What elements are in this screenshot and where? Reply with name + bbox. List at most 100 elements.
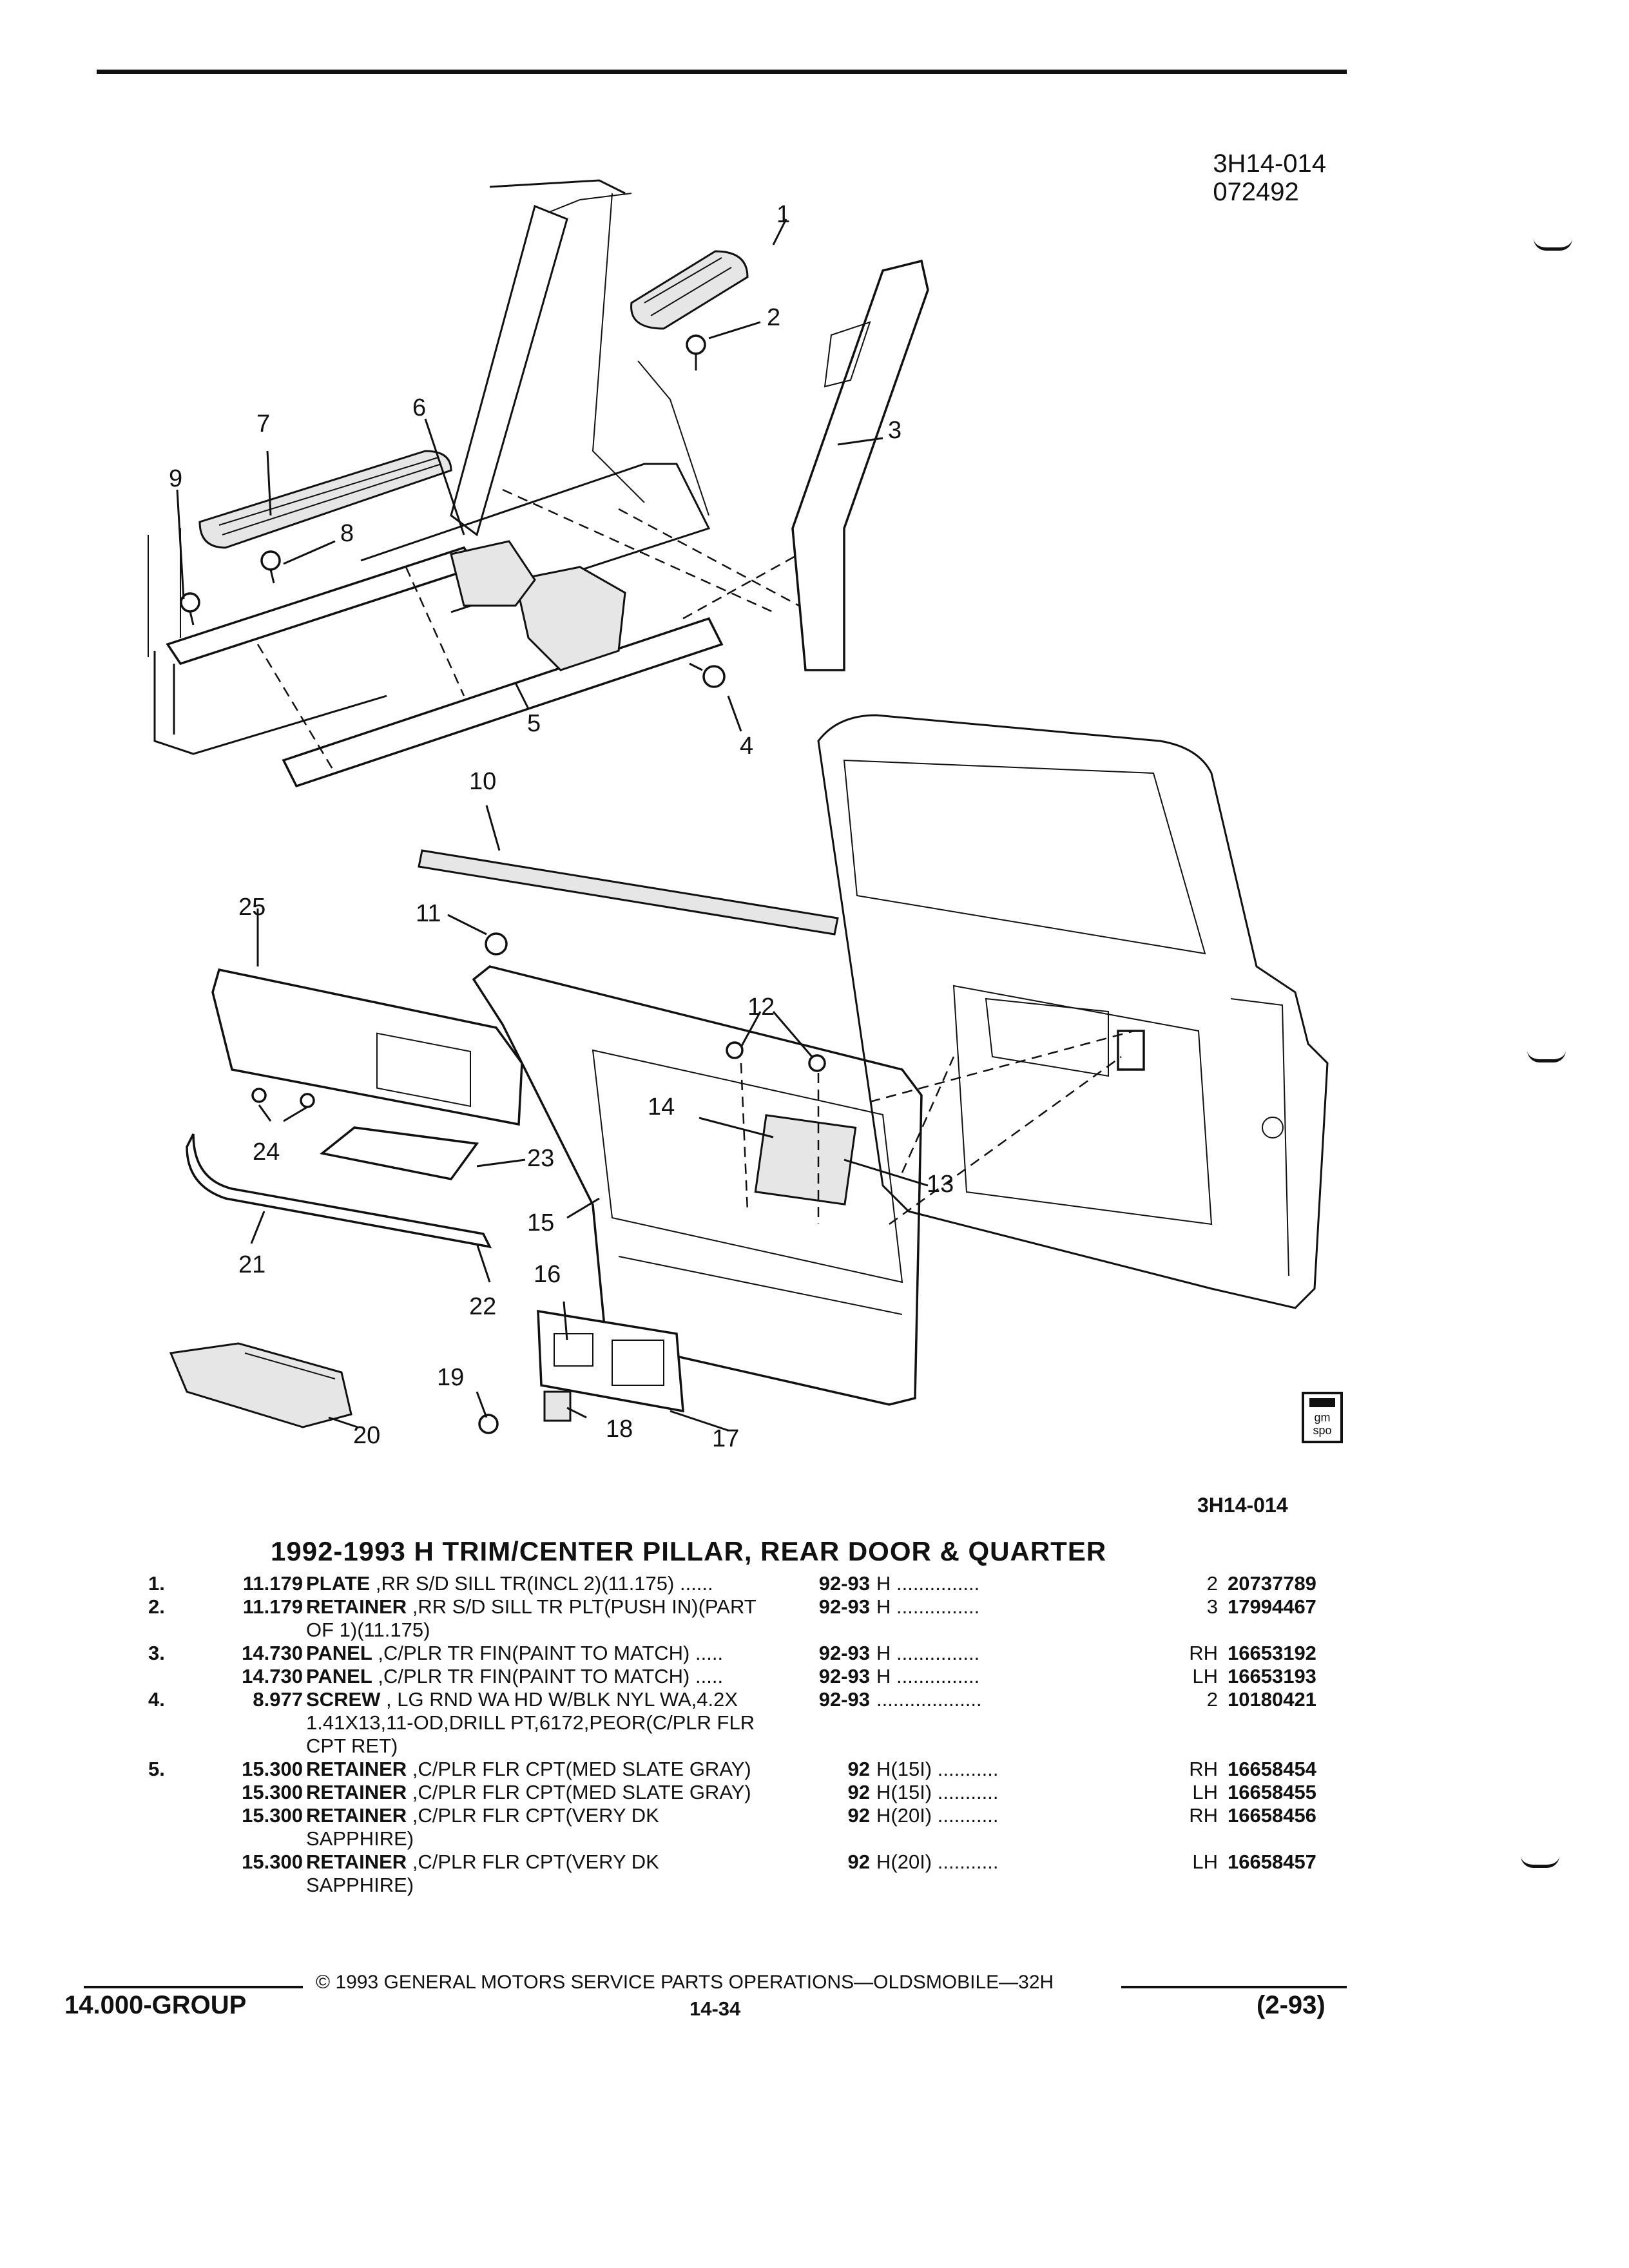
part-desc-continued: OF 1)(11.175) (306, 1619, 430, 1641)
part-name: PANEL (306, 1665, 372, 1687)
part-name: RETAINER (306, 1595, 407, 1618)
quantity: LH (1192, 1781, 1218, 1803)
pull-cup-part-23 (319, 1126, 479, 1180)
callout-2: 2 (767, 304, 780, 331)
body-structure (148, 179, 711, 755)
series: H ............... (876, 1665, 980, 1687)
part-name: RETAINER (306, 1758, 407, 1780)
part-desc: ,C/PLR TR FIN(PAINT TO MATCH) (372, 1642, 690, 1664)
quantity: 2 (1206, 1572, 1218, 1595)
part-desc: ,C/PLR FLR CPT(VERY DK (407, 1850, 659, 1873)
model-years: 92 (847, 1781, 870, 1803)
model-years: 92 (847, 1804, 870, 1827)
section-number: 11.179 (242, 1572, 303, 1595)
sill-trim (166, 540, 724, 788)
model-years: 92-93 (818, 1642, 870, 1664)
group-label: 14.000-GROUP (64, 1991, 247, 2019)
part-description: PLATE ,RR S/D SILL TR(INCL 2)(11.175) ..… (306, 1572, 983, 1595)
leader-dots: ..... (689, 1665, 724, 1687)
part-desc: ,C/PLR TR FIN(PAINT TO MATCH) (372, 1665, 690, 1687)
part-name: RETAINER (306, 1850, 407, 1873)
part-desc: ,RR S/D SILL TR PLT(PUSH IN)(PART (407, 1595, 757, 1618)
part-number: 16653192 (1228, 1642, 1316, 1664)
part-number: 17994467 (1228, 1595, 1316, 1618)
part-desc: ,RR S/D SILL TR(INCL 2)(11.175) (370, 1572, 675, 1595)
callout-21: 21 (238, 1251, 265, 1278)
callout-3: 3 (888, 417, 901, 444)
part-number: 16658455 (1228, 1781, 1316, 1803)
part-desc-continued: SAPPHIRE) (306, 1874, 414, 1896)
series: H ............... (876, 1572, 980, 1595)
model-years: 92-93 (818, 1595, 870, 1618)
exploded-parts-diagram: 1 2 3 4 5 6 7 8 9 10 11 12 13 14 15 16 1… (148, 179, 1329, 1452)
callout-9: 9 (169, 465, 182, 492)
section-number: 8.977 (253, 1688, 303, 1711)
pins-part-24 (251, 1088, 315, 1108)
callout-7: 7 (256, 410, 270, 437)
part-description: RETAINER ,RR S/D SILL TR PLT(PUSH IN)(PA… (306, 1595, 983, 1642)
scan-edge-mark (1521, 1856, 1559, 1868)
part-desc-continued: CPT RET) (306, 1735, 398, 1757)
series: H ............... (876, 1595, 980, 1618)
item-number: 3. (148, 1642, 165, 1664)
figure-code: 3H14-014 (1197, 1494, 1288, 1517)
retainer-part-2 (686, 334, 706, 370)
series: ................... (876, 1688, 982, 1711)
callout-8: 8 (340, 520, 354, 547)
callout-16: 16 (534, 1261, 561, 1288)
callout-15: 15 (527, 1209, 554, 1236)
model-years: 92 (847, 1850, 870, 1873)
part-description: PANEL ,C/PLR TR FIN(PAINT TO MATCH) ....… (306, 1665, 983, 1688)
series: H(15I) ........... (876, 1781, 999, 1803)
callout-23: 23 (527, 1145, 554, 1172)
part-name: RETAINER (306, 1804, 407, 1827)
part-number: 16658457 (1228, 1850, 1316, 1873)
part-desc-continued: 1.41X13,11-OD,DRILL PT,6172,PEOR(C/PLR F… (306, 1711, 755, 1734)
quantity: RH (1189, 1642, 1218, 1664)
part-number: 20737789 (1228, 1572, 1316, 1595)
pillar-panel-part-3 (791, 259, 929, 671)
callout-25: 25 (238, 894, 265, 921)
part-name: SCREW (306, 1688, 381, 1711)
footer-rule-left (84, 1986, 303, 1988)
trim-strip-part-21-22 (186, 1133, 492, 1249)
callout-18: 18 (606, 1416, 633, 1443)
leader-dots: ..... (689, 1642, 724, 1664)
model-years: 92-93 (818, 1665, 870, 1687)
series: H(20I) ........... (876, 1850, 999, 1873)
quantity: LH (1192, 1665, 1218, 1687)
catalog-title: 1992-1993 H TRIM/CENTER PILLAR, REAR DOO… (271, 1536, 1107, 1566)
part-desc: ,C/PLR FLR CPT(MED SLATE GRAY) (407, 1781, 751, 1803)
screws-part-12 (726, 1041, 826, 1072)
part-desc: , LG RND WA HD W/BLK NYL WA,4.2X (380, 1688, 738, 1711)
sill-plate-part-7 (198, 450, 452, 549)
part-number: 10180421 (1228, 1688, 1316, 1711)
top-rule (97, 70, 1347, 74)
door-trim-panel-part-15 (472, 965, 923, 1406)
weatherstrip-part-10 (418, 849, 839, 936)
callout-17: 17 (712, 1425, 739, 1452)
drawing-reference: 3H14-014 072492 (1213, 149, 1326, 206)
callout-labels: 1 2 3 4 5 6 7 8 9 10 11 12 13 14 15 16 1… (169, 201, 954, 1452)
callout-6: 6 (412, 394, 426, 421)
section-number: 11.179 (242, 1595, 303, 1618)
scan-edge-mark (1534, 238, 1572, 251)
handle-part-1 (630, 250, 749, 330)
series: H(20I) ........... (876, 1804, 999, 1827)
door-frame (817, 714, 1329, 1309)
quantity: RH (1189, 1758, 1218, 1780)
series: H ............... (876, 1642, 980, 1664)
section-number: 15.300 (242, 1781, 303, 1803)
copyright-notice: © 1993 GENERAL MOTORS SERVICE PARTS OPER… (316, 1972, 1054, 1993)
callout-4: 4 (740, 733, 753, 760)
part-description: PANEL ,C/PLR TR FIN(PAINT TO MATCH) ....… (306, 1642, 983, 1665)
screw-part-4 (689, 662, 726, 688)
callout-24: 24 (253, 1139, 280, 1166)
footer-rule-right (1121, 1986, 1347, 1988)
item-number: 4. (148, 1688, 165, 1711)
gm-spo-logo-text: gm spo (1313, 1411, 1332, 1437)
part-name: RETAINER (306, 1781, 407, 1803)
